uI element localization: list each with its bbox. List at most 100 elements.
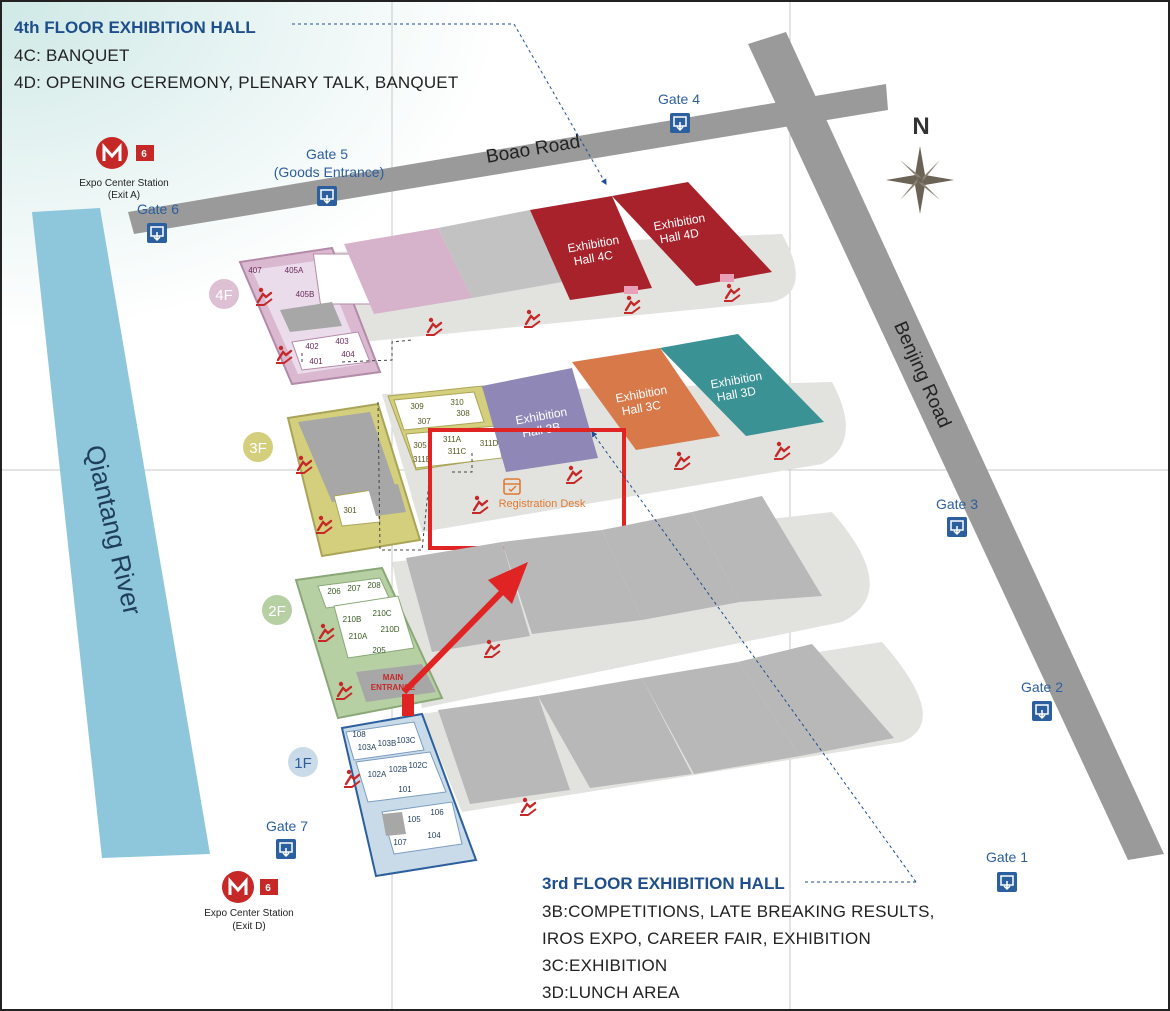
info-3f-line: 3C:EXHIBITION	[542, 956, 668, 975]
info-3f: 3rd FLOOR EXHIBITION HALL 3B:COMPETITION…	[542, 874, 935, 1006]
floor-badge-1f	[288, 747, 318, 777]
qiantang-river	[32, 208, 210, 858]
room-210d: 210D	[380, 625, 399, 634]
room-105: 105	[407, 815, 421, 824]
room-207: 207	[347, 584, 361, 593]
gate-7-icon[interactable]	[275, 838, 297, 860]
arrow-head-icon	[488, 562, 528, 604]
floor-3f-label: 3F	[249, 440, 267, 457]
gate-4-icon[interactable]	[669, 112, 691, 134]
gate-1-icon[interactable]	[996, 871, 1018, 893]
hall-3b[interactable]	[482, 368, 598, 472]
callout-line-3f	[592, 432, 917, 883]
gate-7-label: Gate 7	[266, 818, 308, 834]
hall-4c-label-line2: Hall 4C	[573, 248, 615, 269]
info-4f-line: 4D: OPENING CEREMONY, PLENARY TALK, BANQ…	[14, 73, 459, 92]
floor-1f-label: 1F	[294, 755, 312, 772]
hall-3d-label-line2: Hall 3D	[716, 384, 758, 405]
gate-5-sublabel: (Goods Entrance)	[274, 164, 385, 180]
gate-2-label: Gate 2	[1021, 679, 1063, 695]
gate-1-label: Gate 1	[986, 849, 1028, 865]
room-107: 107	[393, 838, 407, 847]
room-108: 108	[352, 730, 366, 739]
hall-3c[interactable]	[572, 348, 720, 450]
metro-logo-icon	[96, 137, 128, 169]
gate-6-icon[interactable]	[146, 222, 168, 244]
entrance-arrow-stem	[402, 694, 414, 716]
room-309: 309	[410, 402, 424, 411]
room-210c: 210C	[372, 609, 391, 618]
info-4f-line: 4C: BANQUET	[14, 46, 130, 65]
main-entrance-label-line2: ENTRANCE	[371, 683, 416, 692]
room-210b: 210B	[343, 615, 362, 624]
room-310: 310	[450, 398, 464, 407]
hall-4d-label-line2: Hall 4D	[659, 226, 701, 247]
station-d-exit: (Exit D)	[232, 921, 265, 932]
room-101: 101	[398, 785, 412, 794]
floor-3f	[286, 334, 846, 558]
info-3f-title: 3rd FLOOR EXHIBITION HALL	[542, 874, 785, 893]
room-407: 407	[248, 266, 262, 275]
room-405b: 405B	[296, 290, 315, 299]
floor-2f-label: 2F	[268, 603, 286, 620]
metro-line-a: 6	[141, 149, 147, 160]
room-103a: 103A	[358, 743, 377, 752]
room-102c: 102C	[408, 761, 427, 770]
room-102a: 102A	[368, 770, 387, 779]
gate-6-label: Gate 6	[137, 201, 179, 217]
room-311d: 311D	[480, 439, 499, 448]
floor-1f	[340, 642, 923, 878]
info-3f-line: 3B:COMPETITIONS, LATE BREAKING RESULTS,	[542, 902, 935, 921]
room-103c: 103C	[396, 736, 415, 745]
room-401: 401	[309, 357, 323, 366]
metro-line-d: 6	[265, 883, 271, 894]
room-405a: 405A	[285, 266, 304, 275]
hall-4c[interactable]	[530, 196, 652, 300]
floor-badge-4f	[209, 279, 239, 309]
room-403: 403	[335, 337, 349, 346]
registration-desk-label[interactable]: Registration Desk	[499, 498, 586, 510]
metro-logo-icon	[222, 871, 254, 903]
gate-5-icon[interactable]	[316, 185, 338, 207]
info-4f-title: 4th FLOOR EXHIBITION HALL	[14, 18, 256, 37]
gate-5-label: Gate 5	[306, 146, 348, 162]
room-311a: 311A	[443, 435, 462, 444]
metro-line-badge	[136, 145, 154, 161]
station-a-name: Expo Center Station	[79, 178, 169, 189]
room-307: 307	[417, 417, 431, 426]
gate-2-icon[interactable]	[1031, 700, 1053, 722]
info-4f: 4th FLOOR EXHIBITION HALL 4C: BANQUET 4D…	[14, 18, 458, 96]
room-103b: 103B	[378, 739, 397, 748]
floor-badge-2f	[262, 595, 292, 625]
gate-4-label: Gate 4	[658, 91, 700, 107]
room-205: 205	[372, 646, 386, 655]
station-d-name: Expo Center Station	[204, 908, 294, 919]
metro-line-badge	[260, 879, 278, 895]
calendar-icon	[503, 478, 521, 495]
floor-badge-3f	[243, 432, 273, 462]
compass-rose-icon	[886, 146, 954, 214]
compass-north-label: N	[912, 113, 929, 140]
floor-4f	[238, 182, 796, 386]
gate-3-icon[interactable]	[946, 516, 968, 538]
hall-4d[interactable]	[612, 182, 772, 286]
room-305: 305	[413, 441, 427, 450]
info-3f-line: 3D:LUNCH AREA	[542, 983, 680, 1002]
room-301: 301	[343, 506, 357, 515]
room-210a: 210A	[349, 632, 368, 641]
info-3f-line: IROS EXPO, CAREER FAIR, EXHIBITION	[542, 929, 871, 948]
callout-line-4f	[292, 23, 607, 186]
room-404: 404	[341, 350, 355, 359]
room-102b: 102B	[389, 765, 408, 774]
gate-3-label: Gate 3	[936, 496, 978, 512]
floor-2f	[294, 496, 870, 720]
room-208: 208	[367, 581, 381, 590]
room-402: 402	[305, 342, 319, 351]
room-308: 308	[456, 409, 470, 418]
hall-3d[interactable]	[660, 334, 824, 436]
room-106: 106	[430, 808, 444, 817]
benjing-road	[748, 32, 1164, 860]
room-104: 104	[427, 831, 441, 840]
